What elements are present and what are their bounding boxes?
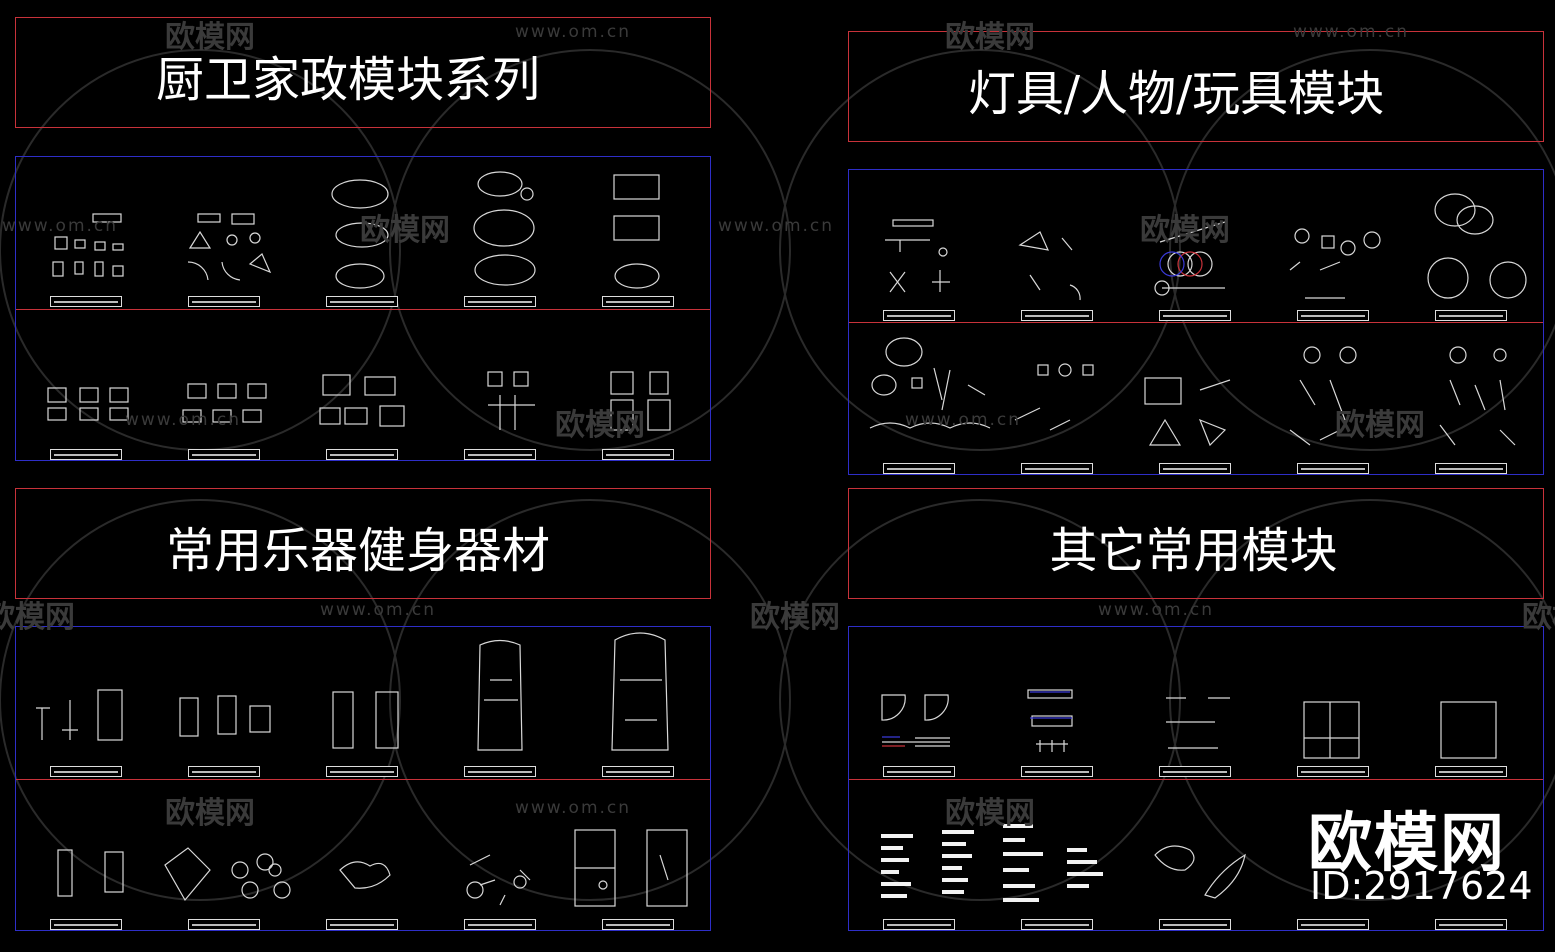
block-label-tag (188, 296, 260, 307)
block-label-tag (1159, 463, 1231, 474)
block-label-tag (50, 919, 122, 930)
panel-title: 其它常用模块 (1049, 523, 1338, 579)
block-label-tag (188, 919, 260, 930)
block-label-tag (883, 919, 955, 930)
block-label-tag (1159, 766, 1231, 777)
brand-id: ID:2917624 (1310, 864, 1533, 908)
block-label-tag (188, 449, 260, 460)
block-label-tag (883, 766, 955, 777)
brand-name: 欧模网 (1308, 807, 1506, 881)
block-label-tag (1159, 310, 1231, 321)
block-label-tag (188, 766, 260, 777)
title-box-instruments: 常用乐器健身器材 (15, 488, 711, 599)
block-label-tag (1435, 766, 1507, 777)
block-label-tag (1297, 919, 1369, 930)
block-grid-kitchen-bath (15, 156, 711, 461)
panel-title: 常用乐器健身器材 (165, 523, 550, 579)
block-label-tag (602, 919, 674, 930)
block-label-tag (50, 449, 122, 460)
block-label-tag (602, 449, 674, 460)
panel-title: 灯具/人物/玩具模块 (967, 66, 1385, 122)
block-label-tag (326, 919, 398, 930)
block-label-tag (1021, 766, 1093, 777)
block-label-tag (326, 296, 398, 307)
block-label-tag (1159, 919, 1231, 930)
block-grid-instruments (15, 626, 711, 931)
block-label-tag (326, 766, 398, 777)
block-label-tag (1435, 463, 1507, 474)
block-label-tag (883, 463, 955, 474)
block-label-tag (1435, 919, 1507, 930)
block-label-tag (883, 310, 955, 321)
block-label-tag (1297, 463, 1369, 474)
block-label-tag (1297, 766, 1369, 777)
title-box-other: 其它常用模块 (848, 488, 1544, 599)
block-label-tag (602, 296, 674, 307)
block-label-tag (1297, 310, 1369, 321)
block-label-tag (602, 766, 674, 777)
block-label-tag (464, 919, 536, 930)
block-label-tag (50, 766, 122, 777)
block-label-tag (50, 296, 122, 307)
panel-title: 厨卫家政模块系列 (155, 52, 540, 108)
block-label-tag (1021, 463, 1093, 474)
block-label-tag (1021, 310, 1093, 321)
block-label-tag (326, 449, 398, 460)
title-box-kitchen-bath: 厨卫家政模块系列 (15, 17, 711, 128)
block-label-tag (464, 449, 536, 460)
block-label-tag (464, 296, 536, 307)
block-label-tag (1435, 310, 1507, 321)
title-box-lights: 灯具/人物/玩具模块 (848, 31, 1544, 142)
block-grid-lights (848, 169, 1544, 475)
block-label-tag (464, 766, 536, 777)
block-label-tag (1021, 919, 1093, 930)
block-grid-other (848, 626, 1544, 931)
